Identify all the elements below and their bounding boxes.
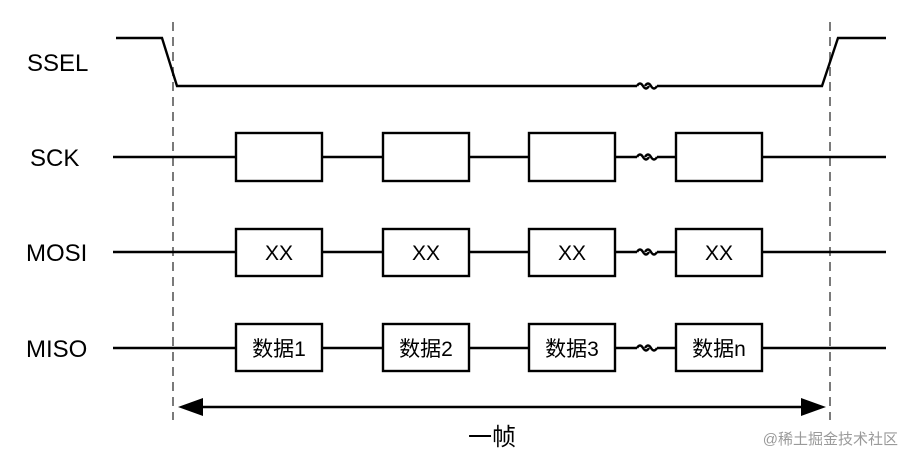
mosi-label: MOSI — [26, 240, 87, 267]
sck-pulse — [381, 131, 471, 183]
miso-data-text: 数据3 — [545, 338, 599, 361]
miso-data-box — [674, 322, 764, 373]
mosi-data-box — [234, 227, 324, 278]
ssel-waveform — [116, 36, 886, 90]
ssel-label: SSEL — [27, 50, 88, 77]
arrow-right-head — [801, 398, 826, 416]
sck-waveform — [113, 131, 886, 183]
mosi-data-box — [674, 227, 764, 278]
miso-data-text: 数据n — [692, 338, 746, 361]
miso-data-box — [234, 322, 324, 373]
miso-waveform: 数据1 数据2 数据3 数据n — [113, 322, 886, 373]
frame-label: 一帧 — [468, 424, 516, 451]
frame-arrow — [178, 398, 826, 416]
miso-data-box — [527, 322, 617, 373]
miso-data-text: 数据1 — [252, 338, 306, 361]
mosi-data-box — [381, 227, 471, 278]
sck-label: SCK — [30, 145, 79, 172]
mosi-data-text: XX — [412, 242, 440, 265]
watermark: @稀土掘金技术社区 — [763, 431, 898, 448]
sck-pulse — [527, 131, 617, 183]
arrow-left-head — [178, 398, 203, 416]
miso-data-box — [381, 322, 471, 373]
mosi-data-text: XX — [558, 242, 586, 265]
sck-pulse — [674, 131, 764, 183]
mosi-data-text: XX — [705, 242, 733, 265]
mosi-data-text: XX — [265, 242, 293, 265]
mosi-waveform: XX XX XX XX — [113, 227, 886, 278]
miso-data-text: 数据2 — [399, 338, 453, 361]
sck-pulse — [234, 131, 324, 183]
miso-label: MISO — [26, 336, 87, 363]
mosi-data-box — [527, 227, 617, 278]
